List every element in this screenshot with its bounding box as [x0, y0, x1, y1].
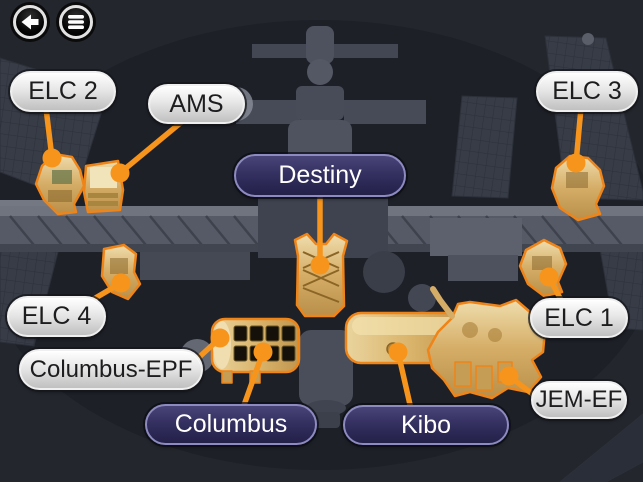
- kibo-sheen: [352, 317, 460, 335]
- node-dome: [363, 251, 405, 293]
- jemef-detail1: [462, 322, 478, 338]
- callout-kibo-button[interactable]: Kibo: [343, 405, 509, 445]
- list-menu-icon: [68, 15, 84, 29]
- callout-line-jem-ef: [499, 366, 538, 399]
- node-module: [299, 330, 353, 406]
- docked-vehicle: [312, 412, 340, 428]
- callout-dot-ams: [110, 163, 130, 183]
- ams-ridge1: [88, 193, 118, 198]
- soyuz-capsule: [306, 26, 334, 64]
- callout-columbus-button[interactable]: Columbus: [145, 404, 317, 445]
- callout-line-destiny: [310, 190, 330, 275]
- truss-equipment-right: [430, 218, 522, 256]
- callout-dot-jem-ef: [499, 366, 519, 386]
- highlighted-modules: [34, 152, 606, 400]
- docking-sphere: [307, 59, 333, 85]
- array-joint: [582, 33, 594, 45]
- callout-elc2-button[interactable]: ELC 2: [10, 71, 116, 112]
- callout-line-columbus: [240, 342, 273, 411]
- service-module: [296, 86, 344, 120]
- back-button[interactable]: [13, 5, 47, 39]
- callout-dot-kibo: [388, 342, 408, 362]
- jemef-arm: [430, 286, 455, 319]
- lower-module-stack: [180, 251, 436, 428]
- columbus-foot1: [221, 370, 233, 384]
- callout-dot-columbus-epf: [210, 328, 230, 348]
- ams-ridge2: [88, 201, 118, 206]
- callout-line-elc3: [566, 105, 586, 173]
- callout-destiny-button[interactable]: Destiny: [234, 154, 406, 197]
- callout-dot-destiny: [310, 255, 330, 275]
- callout-dot-elc2: [42, 148, 62, 168]
- callout-elc1-button[interactable]: ELC 1: [530, 298, 628, 338]
- elc3-detail: [566, 172, 588, 188]
- callout-columbus-epf-button[interactable]: Columbus-EPF: [19, 349, 203, 390]
- callout-line-elc2: [42, 105, 62, 168]
- callout-jem-ef-button[interactable]: JEM-EF: [531, 381, 627, 419]
- truss-equipment-left: [140, 252, 250, 280]
- callout-elc4-button[interactable]: ELC 4: [7, 296, 106, 337]
- jemef-payload2: [475, 365, 493, 391]
- elc2-detail: [52, 170, 72, 184]
- elc2-detail2: [48, 190, 72, 202]
- truss-pallet-right: [448, 255, 518, 281]
- callout-ams-button[interactable]: AMS: [148, 84, 245, 124]
- callout-line-columbus-epf: [193, 328, 230, 363]
- callout-dot-columbus: [253, 342, 273, 362]
- jemef-detail2: [488, 328, 502, 342]
- menu-button[interactable]: [59, 5, 93, 39]
- callout-dot-elc4: [111, 273, 131, 293]
- elc1-detail: [532, 256, 552, 270]
- soyuz-panel-left: [252, 44, 310, 58]
- callout-dot-elc3: [566, 153, 586, 173]
- callout-line-elc1: [539, 267, 565, 305]
- back-arrow-icon: [21, 14, 39, 30]
- solar-array-corner: [559, 413, 643, 482]
- elc4-detail: [110, 258, 128, 274]
- soyuz-panel-right: [334, 44, 398, 58]
- callout-elc3-button[interactable]: ELC 3: [536, 71, 638, 112]
- ams-top-box: [90, 167, 117, 188]
- jemef-payload1: [454, 361, 472, 387]
- solar-array-mid-right: [451, 95, 518, 199]
- callout-line-kibo: [388, 342, 414, 412]
- zvezda-panel-right: [344, 100, 426, 124]
- airlock-dome: [408, 284, 436, 312]
- callout-line-ams: [110, 117, 187, 183]
- callout-dot-elc1: [539, 267, 559, 287]
- callout-line-elc4: [89, 273, 131, 303]
